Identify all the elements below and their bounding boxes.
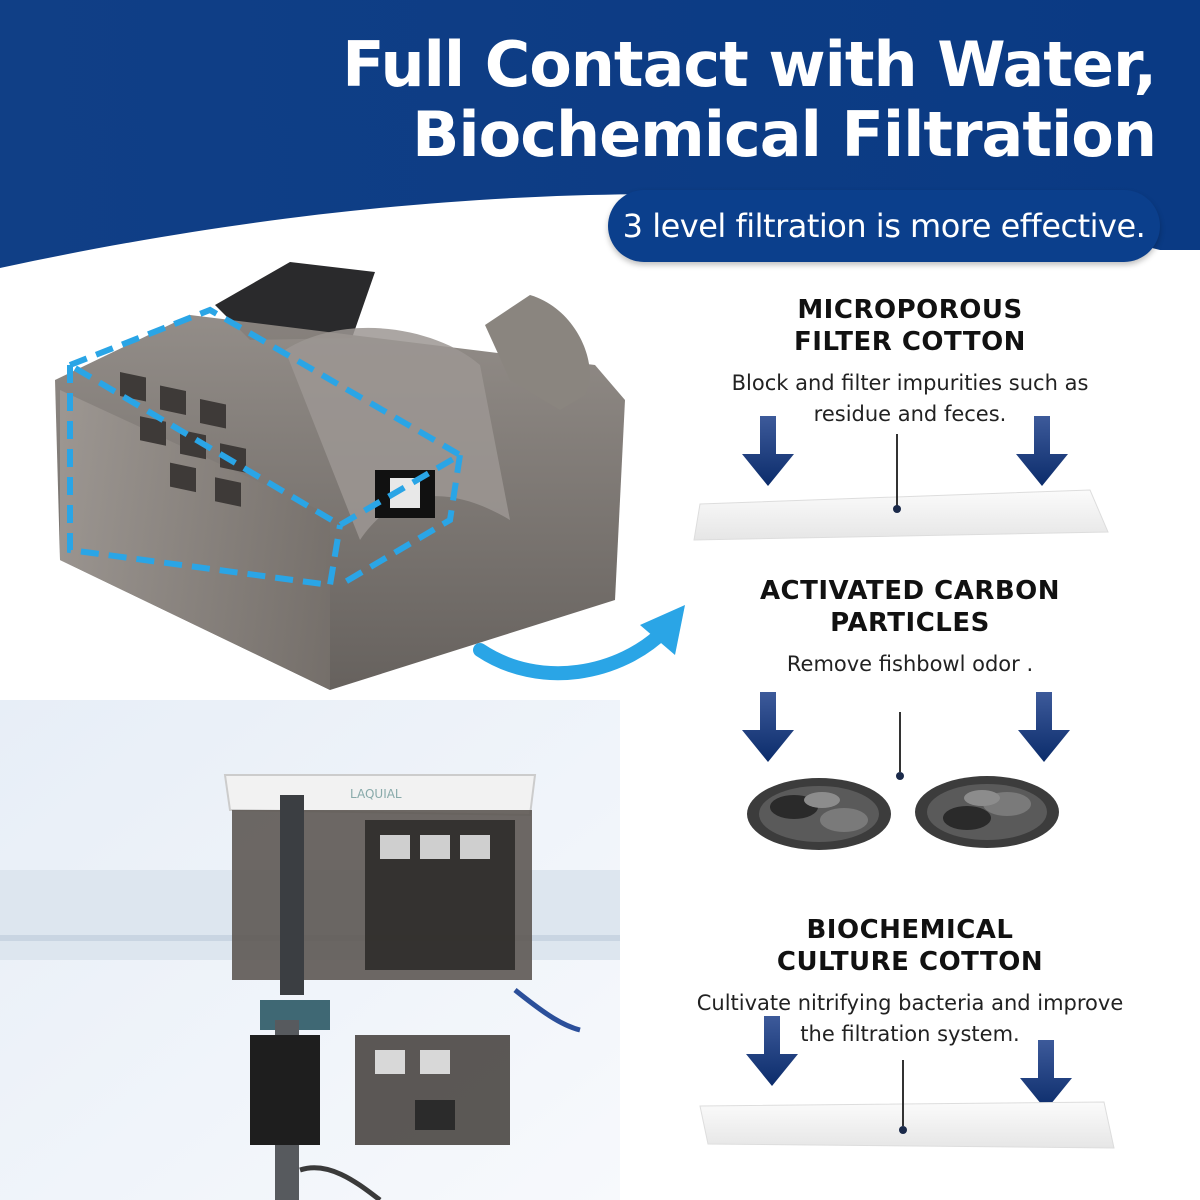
stage-title-line-2: PARTICLES <box>830 608 990 638</box>
connector-line <box>899 712 901 772</box>
headline-line-1: Full Contact with Water, <box>342 28 1157 101</box>
connector-dot <box>896 772 904 780</box>
stage-title: BIOCHEMICAL CULTURE COTTON <box>640 914 1180 978</box>
stage-desc-line-1: Cultivate nitrifying bacteria and improv… <box>696 991 1124 1015</box>
connector-line <box>902 1060 904 1126</box>
carbon-particles-icon <box>915 776 1059 848</box>
filter-pad-icon <box>699 1101 1115 1149</box>
connector-line <box>896 434 898 506</box>
down-arrow-icon <box>1020 1040 1072 1110</box>
stage-desc-line-2: the filtration system. <box>800 1022 1020 1046</box>
stage-desc-line-1: Remove fishbowl odor . <box>786 652 1034 676</box>
down-arrow-icon <box>1018 692 1070 762</box>
down-arrow-icon <box>742 416 794 486</box>
filter-mounted-photo: LAQUIAL <box>0 700 620 1200</box>
stage-desc-line-2: residue and feces. <box>813 402 1007 426</box>
down-arrow-icon <box>746 1016 798 1086</box>
stage-title-line-1: ACTIVATED CARBON <box>759 576 1061 606</box>
stage-description: Remove fishbowl odor . <box>640 649 1180 680</box>
curved-arrow-icon <box>473 605 685 681</box>
stage-title: MICROPOROUS FILTER COTTON <box>640 294 1180 358</box>
stage-biochemical-cotton: BIOCHEMICAL CULTURE COTTON Cultivate nit… <box>640 914 1180 1050</box>
stage-description: Block and filter impurities such as resi… <box>640 368 1180 430</box>
brand-label: LAQUIAL <box>350 787 402 801</box>
down-arrow-icon <box>742 692 794 762</box>
stage-desc-line-1: Block and filter impurities such as <box>731 371 1089 395</box>
stage-title-line-1: BIOCHEMICAL <box>806 915 1014 945</box>
subheadline-pill: 3 level filtration is more effective. <box>608 190 1160 262</box>
filter-box-illustration <box>55 262 625 690</box>
stage-activated-carbon: ACTIVATED CARBON PARTICLES Remove fishbo… <box>640 575 1180 680</box>
connector-dot <box>893 505 901 513</box>
stage-title-line-1: MICROPOROUS <box>797 295 1023 325</box>
connector-dot <box>899 1126 907 1134</box>
filter-pad-icon <box>693 489 1109 541</box>
headline-line-2: Biochemical Filtration <box>412 98 1157 171</box>
stage-title-line-2: CULTURE COTTON <box>776 947 1044 977</box>
subheadline: 3 level filtration is more effective. <box>622 207 1146 245</box>
down-arrow-icon <box>1016 416 1068 486</box>
headline: Full Contact with Water, Biochemical Fil… <box>256 28 1157 171</box>
stage-title: ACTIVATED CARBON PARTICLES <box>640 575 1180 639</box>
stage-description: Cultivate nitrifying bacteria and improv… <box>640 988 1180 1050</box>
carbon-particles-icon <box>747 778 891 850</box>
stage-microporous-cotton: MICROPOROUS FILTER COTTON Block and filt… <box>640 294 1180 430</box>
stage-title-line-2: FILTER COTTON <box>794 327 1026 357</box>
